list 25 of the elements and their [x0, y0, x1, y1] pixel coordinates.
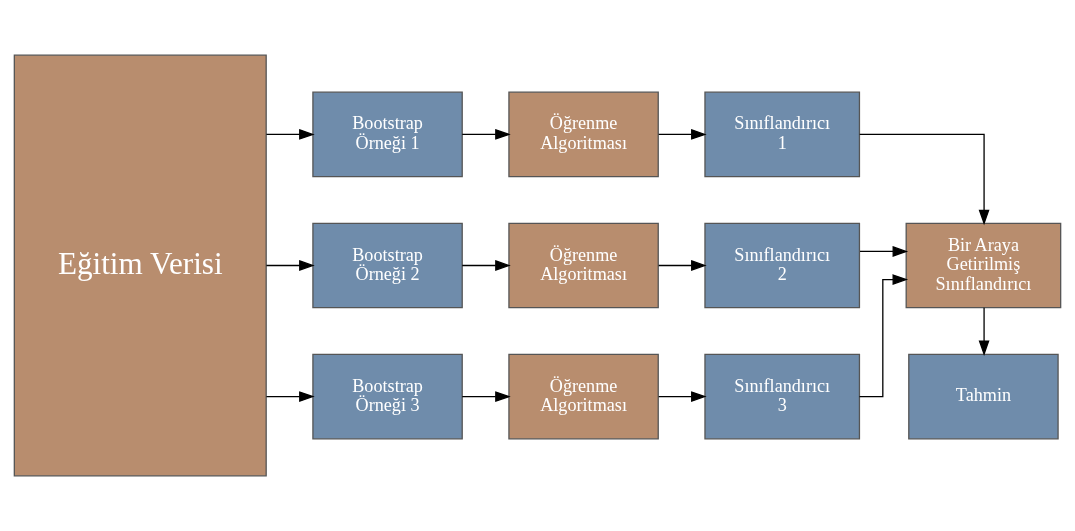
arrow: [461, 391, 511, 403]
node-box: Sınıflandırıcı 1: [704, 91, 861, 178]
node-box: Öğrenme Algoritması: [508, 91, 659, 178]
node-box: Bootstrap Örneği 1: [312, 91, 463, 178]
node-box: Bir Araya Getirilmiş Sınıflandırıcı: [905, 222, 1062, 309]
arrow: [658, 128, 707, 140]
arrow: [265, 391, 315, 403]
node-box: Bootstrap Örneği 2: [312, 222, 463, 309]
node-box: Bootstrap Örneği 3: [312, 353, 463, 440]
node-box: Sınıflandırıcı 3: [704, 353, 861, 440]
node-box: Öğrenme Algoritması: [508, 222, 659, 309]
arrow: [461, 260, 511, 271]
arrow: [658, 391, 707, 403]
node-box: Öğrenme Algoritması: [508, 353, 659, 440]
node-box: Eğitim Verisi: [13, 54, 267, 477]
arrow: [859, 133, 990, 226]
node-box: Sınıflandırıcı 2: [704, 222, 861, 309]
arrow: [461, 128, 511, 140]
arrow: [658, 260, 707, 271]
arrow: [265, 128, 315, 140]
arrow: [265, 260, 315, 271]
arrow: [858, 274, 909, 398]
arrow: [859, 246, 909, 257]
arrow: [978, 307, 990, 356]
node-box: Tahmin: [908, 353, 1059, 440]
